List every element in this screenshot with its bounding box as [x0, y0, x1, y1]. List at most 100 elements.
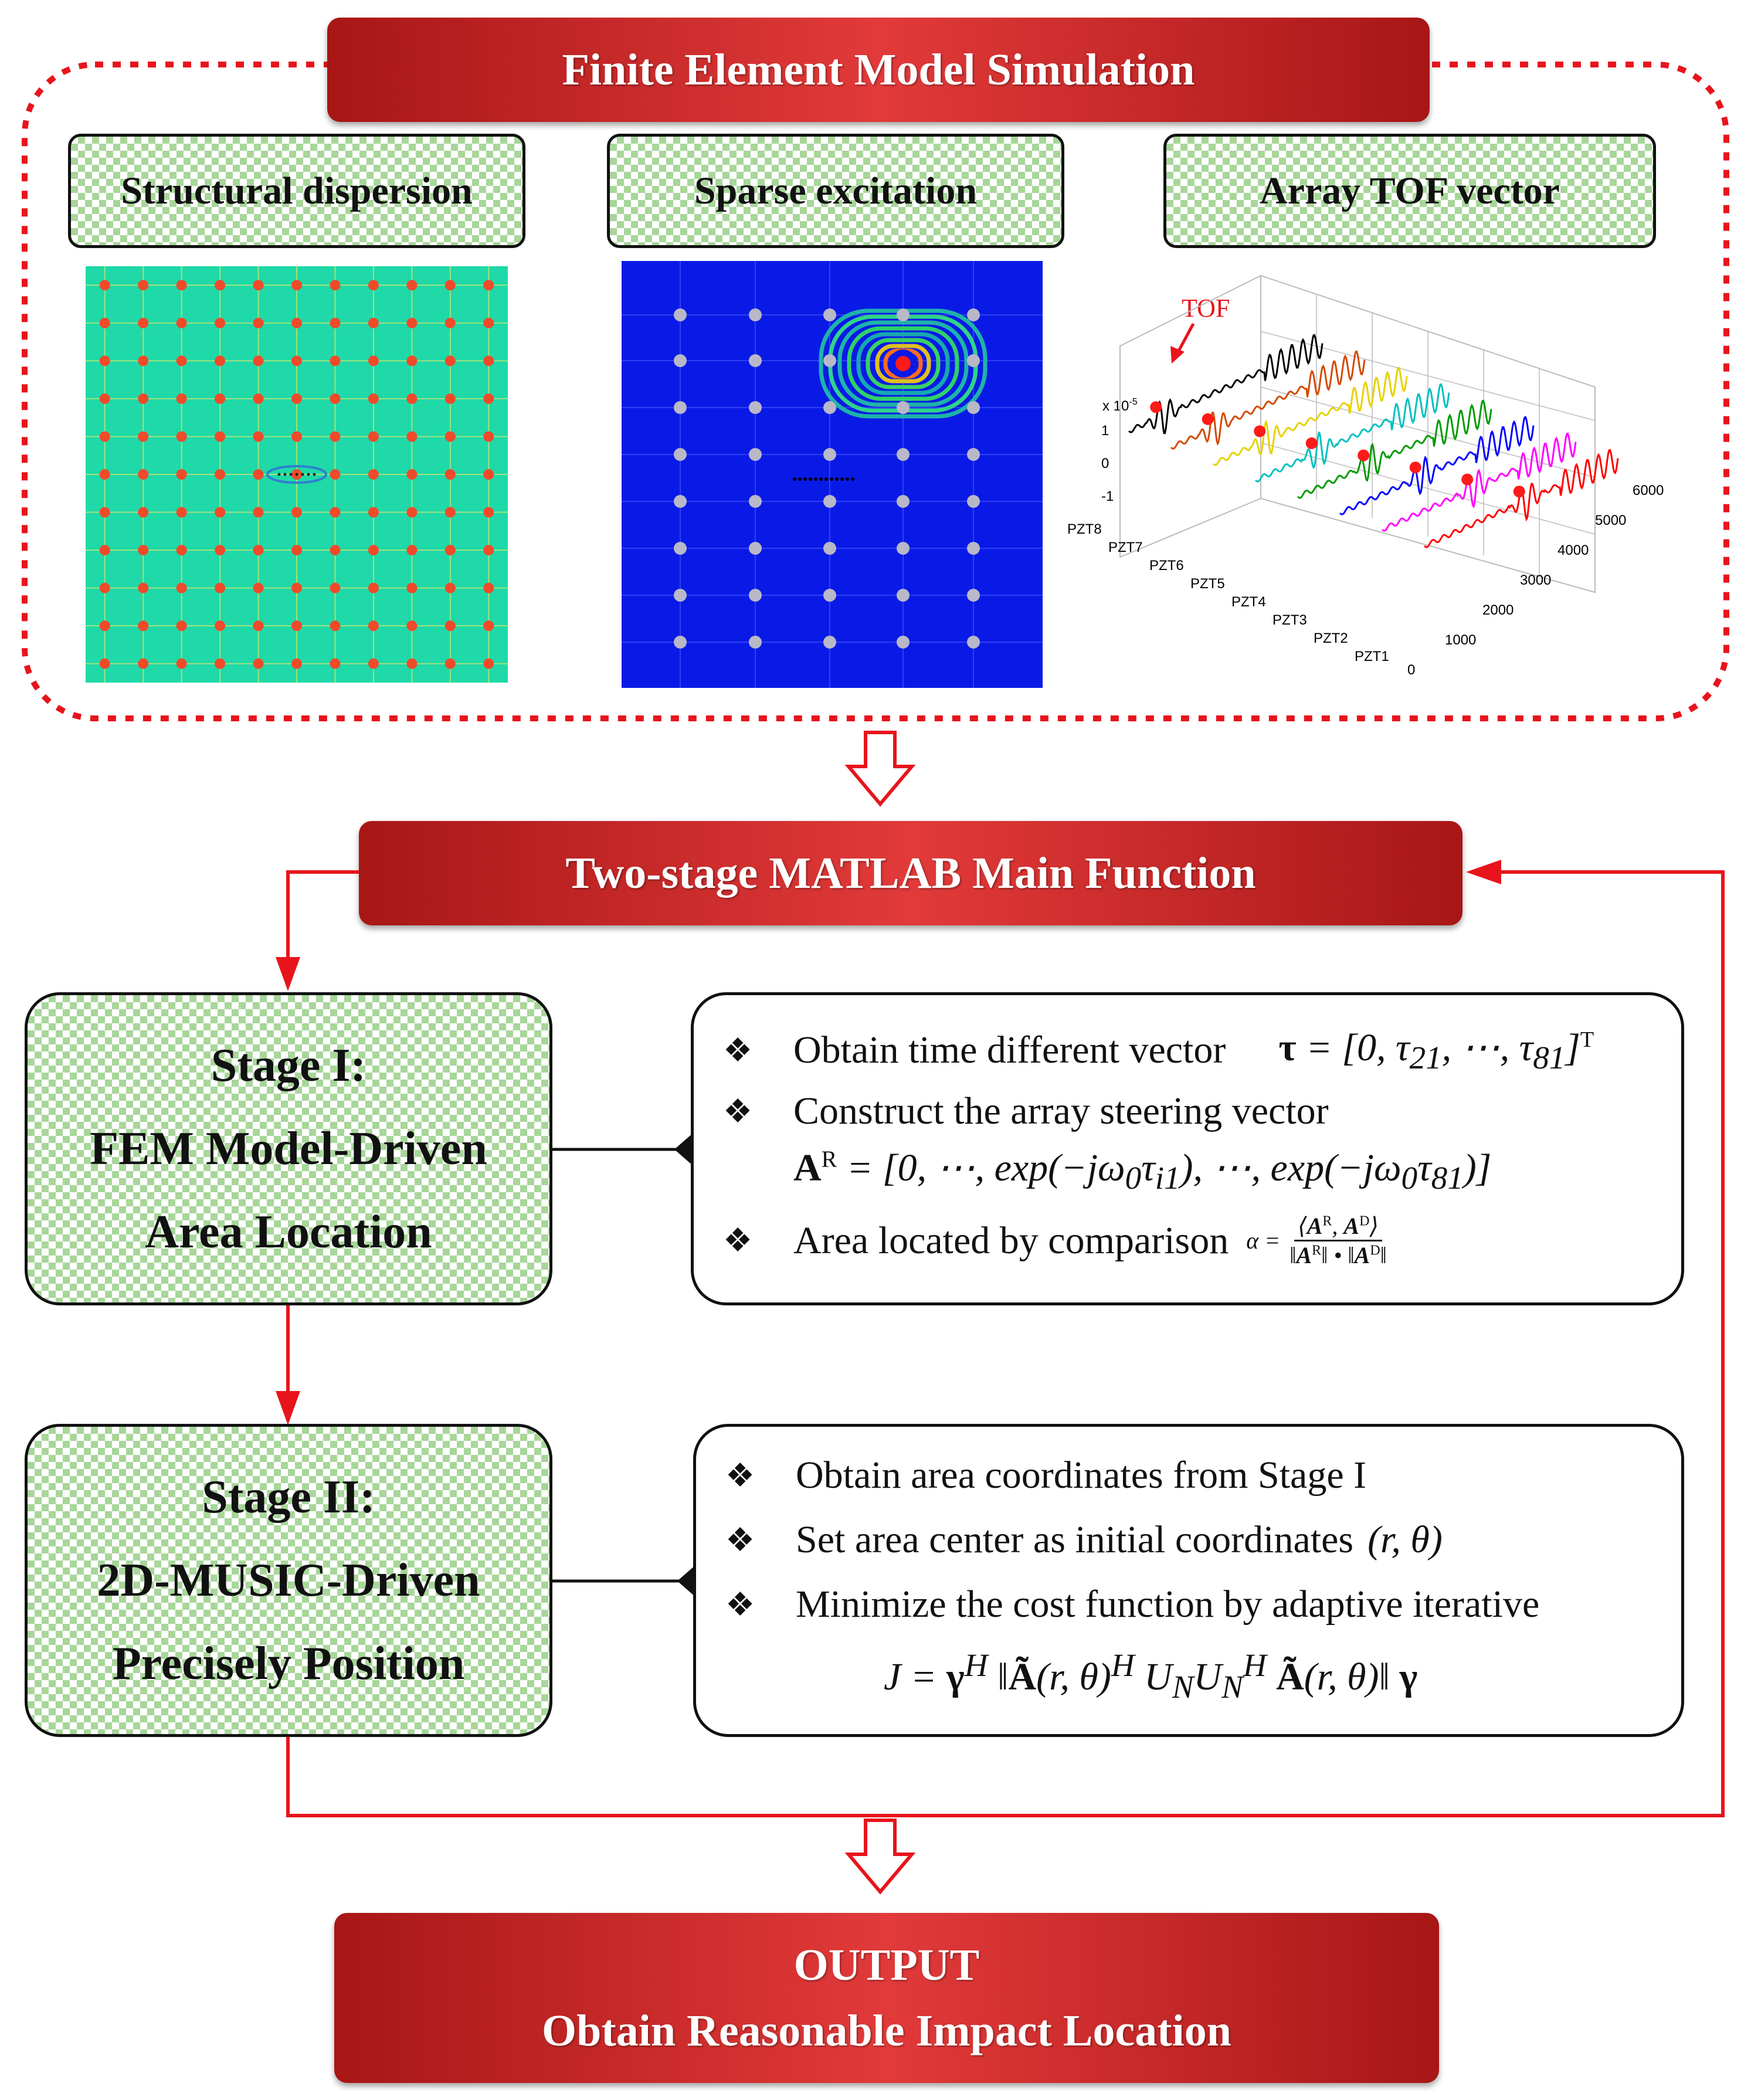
z-tick-label: 0 — [1101, 456, 1109, 471]
waveform-PZT2 — [1382, 432, 1577, 532]
sensor-node — [823, 308, 836, 321]
stage1-line1: Stage I: — [211, 1040, 367, 1091]
sensor-node — [749, 448, 762, 461]
stage1-bullet-3: ❖ Area located by comparison α = ⟨AR, AD… — [723, 1212, 1390, 1269]
stage2-line2: 2D-MUSIC-Driven — [97, 1555, 480, 1606]
output-title: OUTPUT — [793, 1940, 980, 1990]
sensor-node — [99, 545, 110, 556]
sensor-node — [330, 545, 341, 556]
sensor-node — [253, 620, 264, 632]
stage2-bullet-2: ❖ Set area center as initial coordinates… — [725, 1518, 1443, 1561]
sensor-node — [215, 507, 226, 518]
sensor-label: PZT1 — [1355, 649, 1389, 664]
sensor-node — [749, 636, 762, 649]
sensor-node — [368, 317, 379, 328]
sensor-node — [176, 582, 187, 593]
sensor-node — [330, 620, 341, 632]
sensor-node — [483, 280, 494, 291]
panel-label-array-tof-vector: Array TOF vector — [1163, 134, 1656, 248]
sensor-node — [176, 431, 187, 442]
sensor-node — [138, 355, 149, 367]
stage1-info-box: ❖ Obtain time different vector τ = [0, τ… — [691, 992, 1684, 1305]
sensor-label: PZT6 — [1149, 558, 1184, 574]
sensor-node — [823, 542, 836, 555]
sensor-node — [897, 308, 910, 321]
sensor-node — [253, 393, 264, 404]
source-dot — [307, 473, 310, 476]
sensor-label: PZT5 — [1190, 576, 1225, 592]
sensor-node — [215, 620, 226, 632]
sensor-node — [674, 308, 687, 321]
sensor-node — [330, 658, 341, 669]
sensor-node — [444, 658, 456, 669]
stage2-line1: Stage II: — [202, 1471, 375, 1523]
source-dot — [803, 477, 807, 481]
sensor-node — [967, 542, 980, 555]
sensor-node — [138, 545, 149, 556]
sensor-node — [674, 354, 687, 367]
source-dot — [851, 477, 854, 481]
sensor-node — [99, 582, 110, 593]
steering-vector-formula: AR = [0, ⋯, exp(−jω0τi1), ⋯, exp(−jω0τ81… — [793, 1146, 1492, 1196]
sensor-node — [99, 469, 110, 480]
source-dot — [840, 477, 844, 481]
sensor-node — [99, 280, 110, 291]
source-dot — [295, 473, 298, 476]
sensor-node — [176, 507, 187, 518]
sensor-node — [823, 495, 836, 508]
sensor-node — [138, 431, 149, 442]
x-tick-label: 1000 — [1445, 632, 1476, 648]
x-tick-label: 3000 — [1520, 572, 1551, 588]
sensor-node — [330, 317, 341, 328]
sensor-node — [138, 507, 149, 518]
sensor-node — [215, 658, 226, 669]
alpha-formula: α = ⟨AR, AD⟩ ‖AR‖ • ‖AD‖ — [1246, 1213, 1387, 1268]
stage2-box: Stage II: 2D-MUSIC-Driven Precisely Posi… — [25, 1424, 552, 1737]
sensor-node — [897, 401, 910, 414]
source-dot — [313, 473, 316, 476]
sensor-node — [99, 317, 110, 328]
sensor-node — [176, 317, 187, 328]
sensor-node — [138, 280, 149, 291]
sensor-node — [444, 280, 456, 291]
sensor-node — [897, 542, 910, 555]
sensor-node — [215, 469, 226, 480]
sensor-node — [749, 542, 762, 555]
sensor-node — [406, 507, 418, 518]
sensor-node — [215, 355, 226, 367]
sparse-excitation-image — [622, 261, 1043, 688]
sensor-node — [215, 393, 226, 404]
sensor-node — [444, 393, 456, 404]
sensor-node — [967, 636, 980, 649]
sensor-node — [138, 620, 149, 632]
sensor-node — [483, 620, 494, 632]
tof-marker — [1150, 401, 1162, 413]
sensor-node — [215, 545, 226, 556]
grid-line — [1260, 386, 1596, 478]
sensor-node — [444, 469, 456, 480]
sensor-node — [99, 507, 110, 518]
wave-ring — [866, 338, 941, 389]
sensor-node — [176, 545, 187, 556]
stage1-box: Stage I: FEM Model-Driven Area Location — [25, 992, 552, 1305]
stage1-line2: FEM Model-Driven — [90, 1123, 487, 1175]
source-dot — [289, 473, 293, 476]
sensor-node — [406, 393, 418, 404]
sensor-node — [406, 469, 418, 480]
down-arrow-1 — [844, 731, 916, 807]
array-tof-plot: TOF x 10-5 10-1PZT8PZT7PZT6PZT5PZT4PZT3P… — [1067, 274, 1664, 678]
sensor-node — [674, 401, 687, 414]
sensor-node — [138, 317, 149, 328]
bullet-icon: ❖ — [725, 1586, 755, 1623]
output-subtitle: Obtain Reasonable Impact Location — [542, 2006, 1231, 2055]
sensor-node — [330, 355, 341, 367]
panel-label-sparse-excitation: Sparse excitation — [607, 134, 1064, 248]
bullet-icon: ❖ — [725, 1457, 755, 1494]
bullet-icon: ❖ — [723, 1032, 753, 1069]
sensor-node — [368, 658, 379, 669]
sensor-node — [253, 469, 264, 480]
sensor-node — [99, 431, 110, 442]
source-dot — [277, 473, 281, 476]
tof-arrow-shaft — [1176, 323, 1195, 354]
wave-ring — [875, 344, 931, 384]
